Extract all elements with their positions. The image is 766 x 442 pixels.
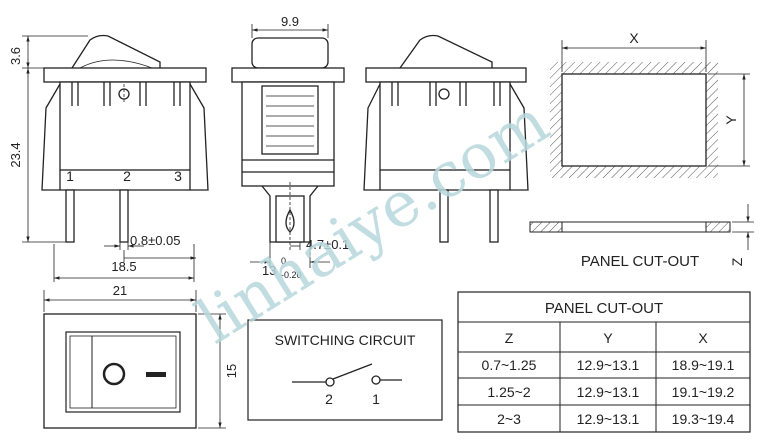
- pin-3-label: 3: [174, 168, 182, 184]
- side-view-right: [363, 34, 529, 243]
- pin-labels: 1 2 3: [66, 168, 182, 184]
- table-cell: 1.25~2: [487, 384, 530, 400]
- cutout-z-label: Z: [729, 257, 745, 266]
- table-cell: 12.9~13.1: [577, 384, 640, 400]
- middle-dimension-lines: [250, 24, 330, 268]
- table-cell: 0.7~1.25: [482, 357, 537, 373]
- table-header-y: Y: [603, 330, 613, 346]
- table-cell: 19.1~19.2: [672, 384, 735, 400]
- dim-top-width: 9.9: [281, 14, 299, 29]
- dim-top-height: 3.6: [8, 47, 23, 65]
- table-row: 2~3 12.9~13.1 19.3~19.4: [497, 411, 734, 427]
- front-view: [43, 290, 226, 429]
- switching-terminal-2: 2: [325, 391, 333, 407]
- table-headers: Z Y X: [505, 330, 709, 346]
- dim-pin-width: 0.8±0.05: [130, 233, 181, 248]
- cutout-x-label: X: [629, 30, 639, 46]
- pin-2-label: 2: [123, 168, 131, 184]
- switching-circuit-box: [247, 319, 443, 421]
- panel-cutout-table: [457, 291, 751, 433]
- table-cell: 2~3: [497, 411, 521, 427]
- panel-cutout-caption: PANEL CUT-OUT: [581, 253, 699, 270]
- pin-1-label: 1: [66, 168, 74, 184]
- dim-terminal-width: 4.7±0.1: [306, 237, 349, 252]
- left-dimension-lines: [22, 35, 88, 243]
- cutout-y-label: Y: [723, 115, 739, 125]
- pin-dimension-lines: [53, 242, 196, 282]
- table-header-x: X: [698, 330, 708, 346]
- table-header-z: Z: [505, 330, 514, 346]
- dim-base-tol-lower: -0.20: [281, 270, 302, 280]
- switching-circuit-title: SWITCHING CIRCUIT: [275, 332, 416, 348]
- table-title: PANEL CUT-OUT: [545, 300, 663, 317]
- table-cell: 12.9~13.1: [577, 411, 640, 427]
- middle-view: [231, 37, 345, 250]
- table-cell: 18.9~19.1: [672, 357, 735, 373]
- panel-cutout-drawing: [529, 40, 754, 250]
- table-row: 1.25~2 12.9~13.1 19.1~19.2: [487, 384, 734, 400]
- switching-terminal-1: 1: [372, 391, 380, 407]
- dim-front-width: 21: [113, 283, 127, 298]
- table-cell: 12.9~13.1: [577, 357, 640, 373]
- dim-base-width: 13: [262, 263, 276, 278]
- dim-pin-spacing: 18.5: [111, 259, 136, 274]
- table-cell: 19.3~19.4: [672, 411, 735, 427]
- side-view-left: [41, 34, 209, 243]
- dim-body-height: 23.4: [8, 142, 23, 167]
- dim-front-height: 15: [224, 364, 239, 378]
- dim-base-tol-upper: 0: [281, 256, 286, 266]
- table-row: 0.7~1.25 12.9~13.1 18.9~19.1: [482, 357, 735, 373]
